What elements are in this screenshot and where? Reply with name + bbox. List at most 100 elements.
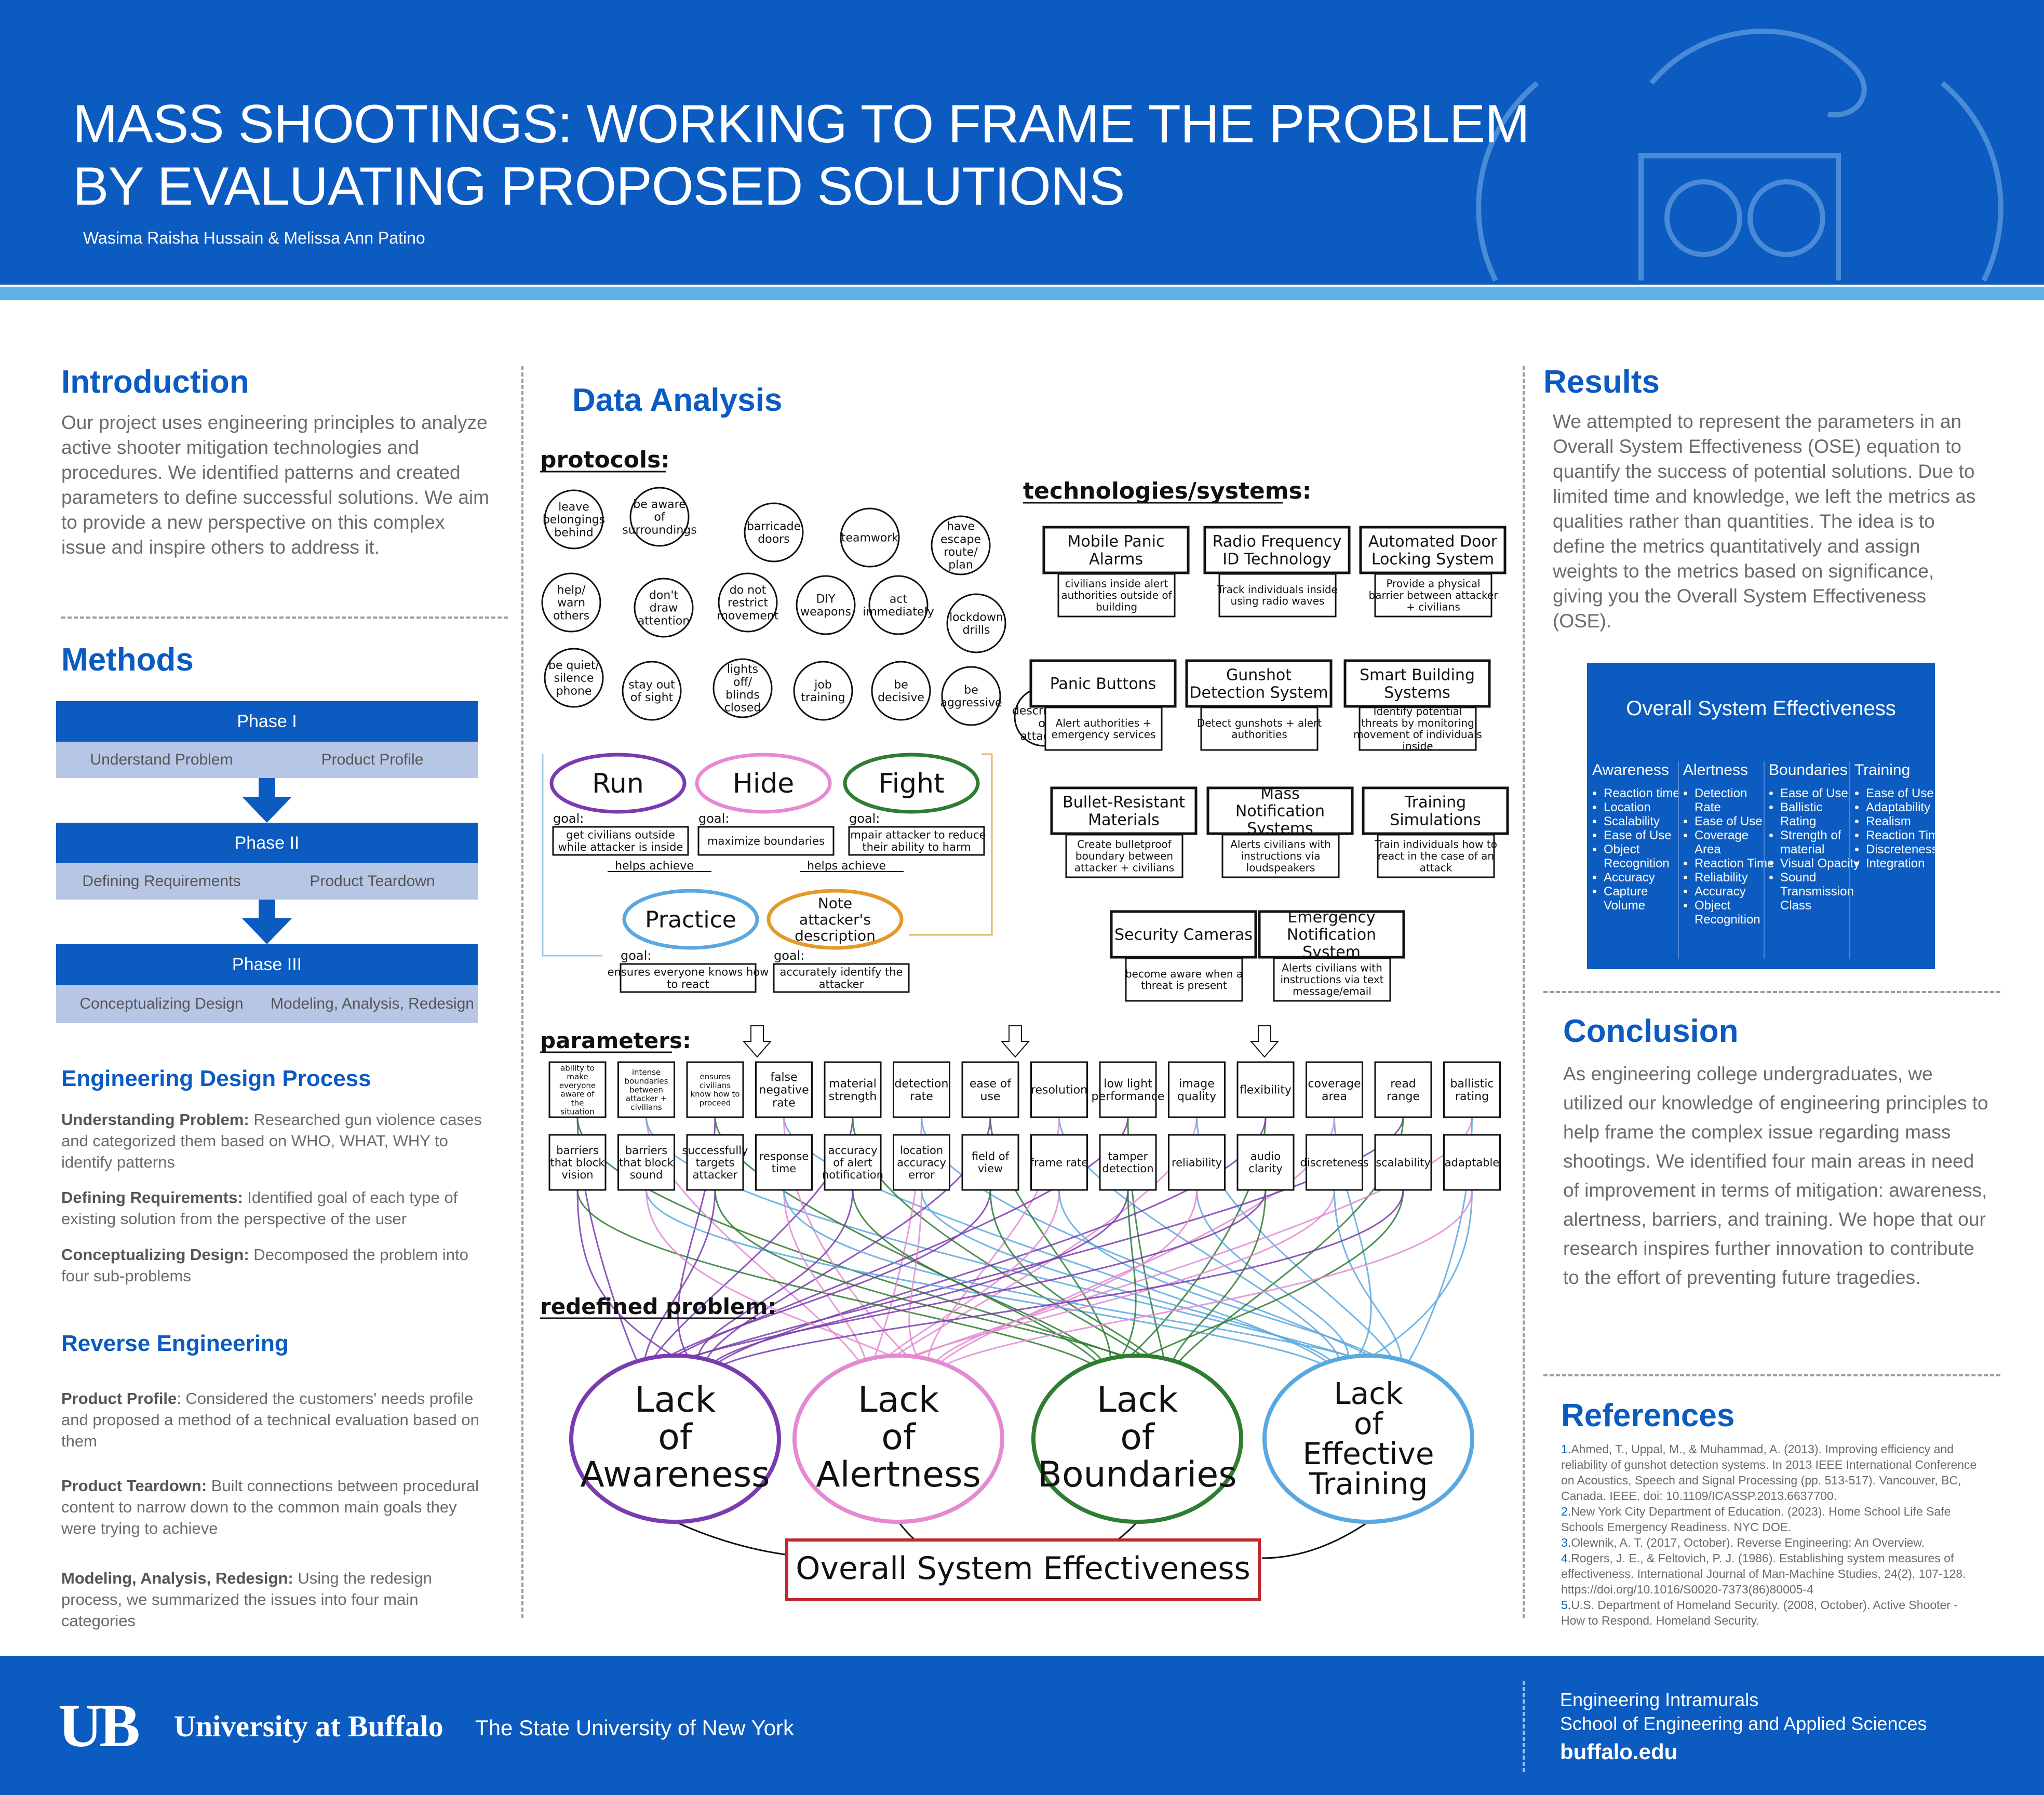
action-ellipse [766, 889, 904, 950]
reference-number: 2. [1561, 1505, 1571, 1518]
conclusion-title: Conclusion [1563, 1013, 1739, 1049]
technology-desc-box [1374, 573, 1492, 618]
reference-number: 1. [1561, 1442, 1571, 1456]
problem-label-line: of [881, 1417, 917, 1458]
goal-label: goal: [621, 948, 651, 963]
phase-1-bar: Phase I [56, 701, 478, 742]
edp-item-3: Conceptualizing Design: Decomposed the p… [61, 1244, 487, 1287]
edp-item-2-text: Identified goal of each type of existing… [61, 1188, 458, 1228]
ose-column-header: Boundaries [1769, 761, 1848, 779]
connection-curve [705, 1189, 1404, 1377]
parameter-label: adaptable [1445, 1156, 1500, 1169]
protocol-bubble [622, 661, 682, 721]
phase-3-right: Modeling, Analysis, Redesign [271, 995, 474, 1012]
phase-3-bar: Phase III [56, 944, 478, 985]
re-item-3-label: Modeling, Analysis, Redesign: [61, 1569, 293, 1587]
edp-item-2: Defining Requirements: Identified goal o… [61, 1187, 487, 1229]
goal-box [697, 826, 835, 856]
parameter-box [548, 1061, 607, 1118]
results-text: We attempted to represent the parameters… [1553, 411, 1976, 632]
parameter-box [686, 1134, 744, 1191]
conclusion-text: As engineering college undergraduates, w… [1563, 1063, 1988, 1288]
bracket-left [542, 754, 602, 957]
references-title: References [1561, 1398, 1735, 1434]
methods-title: Methods [61, 642, 194, 678]
phase-1-left: Understand Problem [90, 751, 233, 768]
connection-curve [783, 1117, 1338, 1377]
protocol-bubble [941, 666, 1001, 726]
poster-title-line-2: BY EVALUATING PROPOSED SOLUTIONS [73, 156, 1125, 217]
ose-arrow [1261, 1521, 1369, 1559]
goal-label: goal: [553, 811, 584, 826]
problem-label-line: Lack [1097, 1379, 1178, 1421]
parameter-box [1306, 1061, 1363, 1118]
problem-label-line: Training [1309, 1466, 1428, 1502]
ose-table-title: Overall System Effectiveness [1626, 697, 1896, 720]
parameter-box [1443, 1061, 1501, 1118]
technology-name: Security Cameras [1114, 926, 1253, 944]
ose-metric: Accuracy [1695, 885, 1776, 899]
technology-desc-box [1273, 957, 1391, 1002]
protocol-bubble [634, 578, 694, 638]
problem-ellipse [792, 1354, 1004, 1524]
technology-desc: Alert authorities +emergency services [1052, 717, 1156, 741]
goal-label: goal: [849, 811, 880, 826]
technology-desc-box [1359, 706, 1477, 751]
bracket-right [909, 753, 993, 936]
parameter-box [893, 1134, 950, 1191]
parameter-box [617, 1134, 675, 1191]
parameter-box [1306, 1134, 1363, 1191]
technology-box [1029, 659, 1177, 708]
down-arrow-icon [1000, 1025, 1030, 1058]
ose-metric: Realism [1866, 814, 1947, 828]
technology-desc-box [1200, 706, 1319, 751]
goal-text: maximize boundaries [707, 835, 825, 847]
technology-box [1042, 526, 1190, 574]
ose-column-header: Alertness [1683, 761, 1749, 779]
reference-text: U.S. Department of Homeland Security. (2… [1561, 1598, 1958, 1627]
action-ellipse [843, 753, 980, 814]
edp-item-1-text: Researched gun violence cases and catego… [61, 1110, 482, 1171]
protocol-bubble [629, 487, 690, 547]
column-divider-left [521, 366, 523, 1618]
conclusion-divider [1543, 1374, 2000, 1376]
ose-metric: Coverage Area [1695, 828, 1776, 856]
technologies-label: technologies/systems: [1023, 478, 1311, 504]
parameter-box [1236, 1061, 1295, 1118]
protocol-bubble [544, 489, 604, 550]
protocol-bubble [718, 572, 778, 633]
ub-logo-mark: UB [58, 1692, 140, 1760]
reference-number: 5. [1561, 1598, 1571, 1612]
goal-box [848, 826, 985, 856]
reference-item: 1.Ahmed, T., Uppal, M., & Muhammad, A. (… [1561, 1441, 1982, 1504]
helps-achieve-label: helps achieve [615, 860, 694, 873]
phase-3-left: Conceptualizing Design [79, 995, 244, 1012]
phase-3-sub: Conceptualizing Design Modeling, Analysi… [56, 985, 478, 1023]
connection-curve [705, 1117, 1267, 1377]
technology-desc-box [1221, 834, 1340, 878]
footer-contact: Engineering Intramurals School of Engine… [1560, 1688, 1927, 1768]
footer-university: University at Buffalo [174, 1709, 443, 1743]
ose-metric: Ease of Use [1780, 786, 1861, 800]
parameter-label: discreteness [1300, 1156, 1368, 1169]
connection-curve [929, 1189, 1473, 1377]
phase-2-bar: Phase II [56, 823, 478, 863]
protocol-bubble [712, 658, 773, 718]
